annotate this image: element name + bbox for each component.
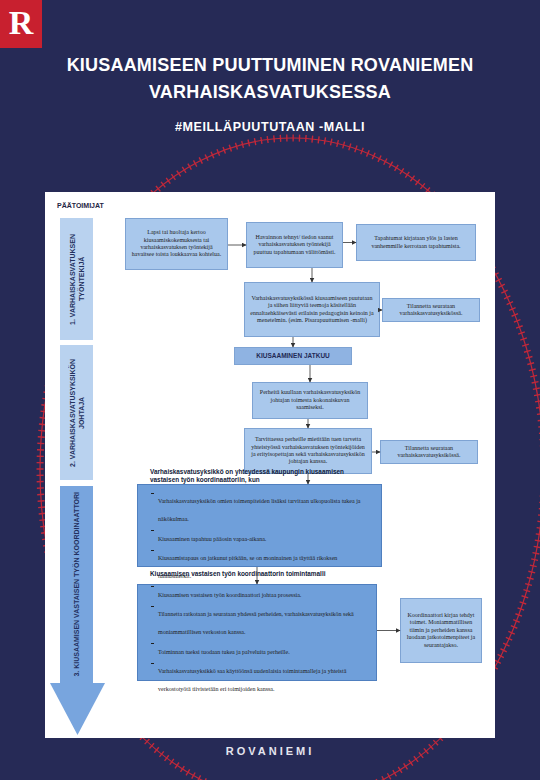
bullet-dash: [151, 643, 154, 644]
box-text: Tarvittaessa perheille mietitään tuen ta…: [249, 436, 367, 466]
box-text: Koordinaattori kirjaa tehdyt toimet. Mon…: [405, 612, 477, 649]
process-box: Tapahtumat kirjataan ylös ja lasten vanh…: [356, 224, 476, 261]
info-box: Varhaiskasvatusyksikkö on yhteydessä kau…: [137, 484, 382, 567]
bullet-item: Kiusaaminen tapahtuu pääosin vapaa-aikan…: [150, 527, 371, 545]
bullet-dash: [151, 530, 154, 531]
band-label: 1. VARHAISKASVATUKSEN TYÖNTEKIJÄ: [68, 218, 86, 340]
decor-curve: [40, 138, 540, 780]
subtitle: #MEILLÄPUUTUTAAN -MALLI: [0, 120, 540, 134]
brand-name: ROVANIEMI: [0, 745, 540, 757]
box-text: KIUSAAMINEN JATKUU: [256, 352, 330, 359]
bullet-dash: [151, 663, 154, 664]
process-box: Varhaiskasvatusyksikössä kiusaamiseen pu…: [244, 282, 380, 337]
process-box: Tilannetta seurataan varhaiskasvatusyksi…: [382, 298, 480, 322]
box-text: Lapsi tai huoltaja kertoo kiusaamiskokem…: [130, 229, 223, 259]
process-box: Tarvittaessa perheille mietitään tuen ta…: [244, 428, 372, 474]
box-heading: Varhaiskasvatusyksikkö on yhteydessä kau…: [150, 468, 371, 484]
box-text: Tilannetta seurataan varhaiskasvatusyksi…: [385, 445, 473, 460]
bullet-item: Tilannetta ratkotaan ja seurataan yhdess…: [150, 602, 366, 638]
bullet-text: Kiusaaminen tapahtuu pääosin vapaa-aikan…: [158, 536, 266, 542]
process-box: Lapsi tai huoltaja kertoo kiusaamiskokem…: [125, 218, 228, 270]
bullet-dash: [151, 606, 154, 607]
status-box: KIUSAAMINEN JATKUU: [234, 347, 352, 365]
content-panel: PÄÄTOIMIJAT 1. VARHAISKASVATUKSEN TYÖNTEK…: [45, 192, 495, 738]
actor-band: 2. VARHAISKASVATUSYKSIKÖN JOHTAJA: [60, 345, 93, 480]
process-box: Perheitä kuullaan varhaiskasvatusyksikön…: [252, 382, 368, 419]
process-box: Tilannetta seurataan varhaiskasvatusyksi…: [380, 440, 478, 464]
note-box: Koordinaattori kirjaa tehdyt toimet. Mon…: [400, 598, 482, 663]
bullet-dash: [151, 493, 154, 494]
actor-band: 3. KIUSAAMISEN VASTAISEN TYÖN KOORDINAAT…: [60, 486, 93, 683]
bullet-text: Kiusaamisen vastaisen työn koordinaattor…: [158, 592, 301, 598]
box-text: Tilannetta seurataan varhaiskasvatusyksi…: [387, 303, 475, 318]
bullet-item: Kiusaamisen vastaisen työn koordinaattor…: [150, 583, 366, 601]
box-text: Varhaiskasvatusyksikössä kiusaamiseen pu…: [249, 295, 375, 325]
page-title: KIUSAAMISEEN PUUTTUMINEN ROVANIEMEN VARH…: [65, 52, 475, 106]
box-heading: Kiusaamisen vastaisen työn koordinaattor…: [150, 570, 366, 578]
bullet-item: Varhaiskasvatusyksikkö saa käyttöönsä uu…: [150, 659, 366, 695]
box-text: Tapahtumat kirjataan ylös ja lasten vanh…: [361, 235, 471, 250]
bullet-text: Tilannetta ratkotaan ja seurataan yhdess…: [158, 611, 354, 635]
decor-curve-ticks: [40, 138, 540, 780]
band-label: 3. KIUSAAMISEN VASTAISEN TYÖN KOORDINAAT…: [72, 492, 81, 677]
info-box: Kiusaamisen vastaisen työn koordinaattor…: [137, 584, 377, 681]
bullet-text: Varhaiskasvatusyksikön omien toimenpitei…: [158, 498, 360, 522]
box-text: Havainnon tehnyt/ tiedon saanut varhaisk…: [251, 234, 338, 256]
logo-square: [0, 0, 42, 48]
bullet-item: Varhaiskasvatusyksikön omien toimenpitei…: [150, 489, 371, 525]
panel-heading: PÄÄTOIMIJAT: [57, 202, 104, 209]
bullet-text: Toiminnan tueksi tuodaan tukea ja palvel…: [158, 649, 290, 655]
bullet-dash: [151, 550, 154, 551]
bullet-item: Kiusaamistapaus on jatkunut pitkään, se …: [150, 546, 371, 582]
logo-letter: R: [0, 3, 42, 43]
actor-band: 1. VARHAISKASVATUKSEN TYÖNTEKIJÄ: [60, 218, 93, 340]
box-text: Perheitä kuullaan varhaiskasvatusyksikön…: [257, 389, 363, 411]
bullet-item: Toiminnan tueksi tuodaan tukea ja palvel…: [150, 640, 366, 658]
band-label: 2. VARHAISKASVATUSYKSIKÖN JOHTAJA: [68, 345, 86, 480]
bullet-text: Varhaiskasvatusyksikkö saa käyttöönsä uu…: [158, 668, 346, 692]
process-box: Havainnon tehnyt/ tiedon saanut varhaisk…: [246, 222, 343, 268]
bullet-dash: [151, 586, 154, 587]
